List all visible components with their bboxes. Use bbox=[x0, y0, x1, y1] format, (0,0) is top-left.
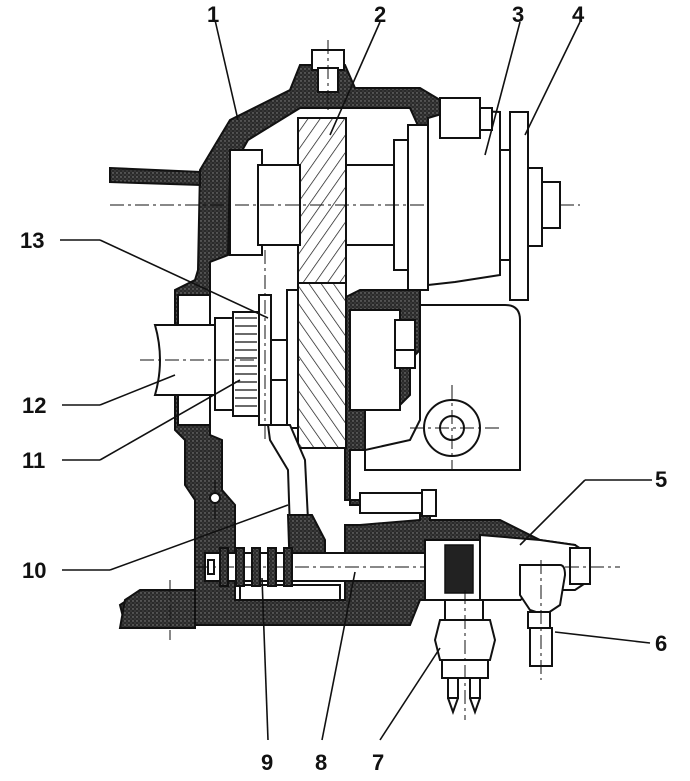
shift-collar bbox=[258, 250, 299, 440]
leader-6 bbox=[554, 631, 651, 644]
leader-3 bbox=[484, 21, 521, 156]
right-cover bbox=[427, 97, 501, 287]
label-5: 5 bbox=[655, 467, 667, 492]
leader-12b bbox=[99, 374, 176, 406]
filler-plug bbox=[311, 40, 345, 110]
label-12: 12 bbox=[22, 393, 46, 418]
leader-11b bbox=[99, 379, 241, 461]
shift-rod bbox=[195, 547, 600, 587]
leader-9 bbox=[261, 577, 269, 741]
leader-2 bbox=[329, 21, 381, 136]
label-8: 8 bbox=[315, 750, 327, 775]
label-10: 10 bbox=[22, 558, 46, 583]
pin bbox=[209, 492, 221, 504]
label-4: 4 bbox=[572, 2, 585, 27]
leader-7 bbox=[379, 647, 441, 741]
lower-right-body bbox=[349, 304, 521, 471]
label-3: 3 bbox=[512, 2, 524, 27]
leader-13b bbox=[99, 239, 269, 319]
label-2: 2 bbox=[374, 2, 386, 27]
large-gear bbox=[297, 117, 347, 449]
bolt bbox=[359, 489, 437, 517]
label-9: 9 bbox=[261, 750, 273, 775]
callout-labels: 1 2 3 4 5 6 7 8 9 10 11 12 13 bbox=[20, 2, 667, 775]
pinion-teeth bbox=[235, 317, 257, 407]
label-13: 13 bbox=[20, 228, 44, 253]
leader-1 bbox=[214, 19, 239, 121]
spring bbox=[219, 547, 293, 587]
upper-shaft bbox=[110, 124, 580, 291]
label-11: 11 bbox=[22, 448, 45, 473]
leader-8 bbox=[321, 571, 356, 741]
flange bbox=[499, 111, 561, 301]
leader-4 bbox=[524, 21, 581, 136]
leader-10b bbox=[109, 504, 289, 571]
leader-5b bbox=[519, 479, 586, 546]
neutral-switch bbox=[424, 539, 497, 720]
label-1: 1 bbox=[207, 2, 219, 27]
breather-fitting bbox=[519, 560, 567, 680]
leader-lines bbox=[60, 19, 652, 741]
label-7: 7 bbox=[372, 750, 384, 775]
label-6: 6 bbox=[655, 631, 667, 656]
